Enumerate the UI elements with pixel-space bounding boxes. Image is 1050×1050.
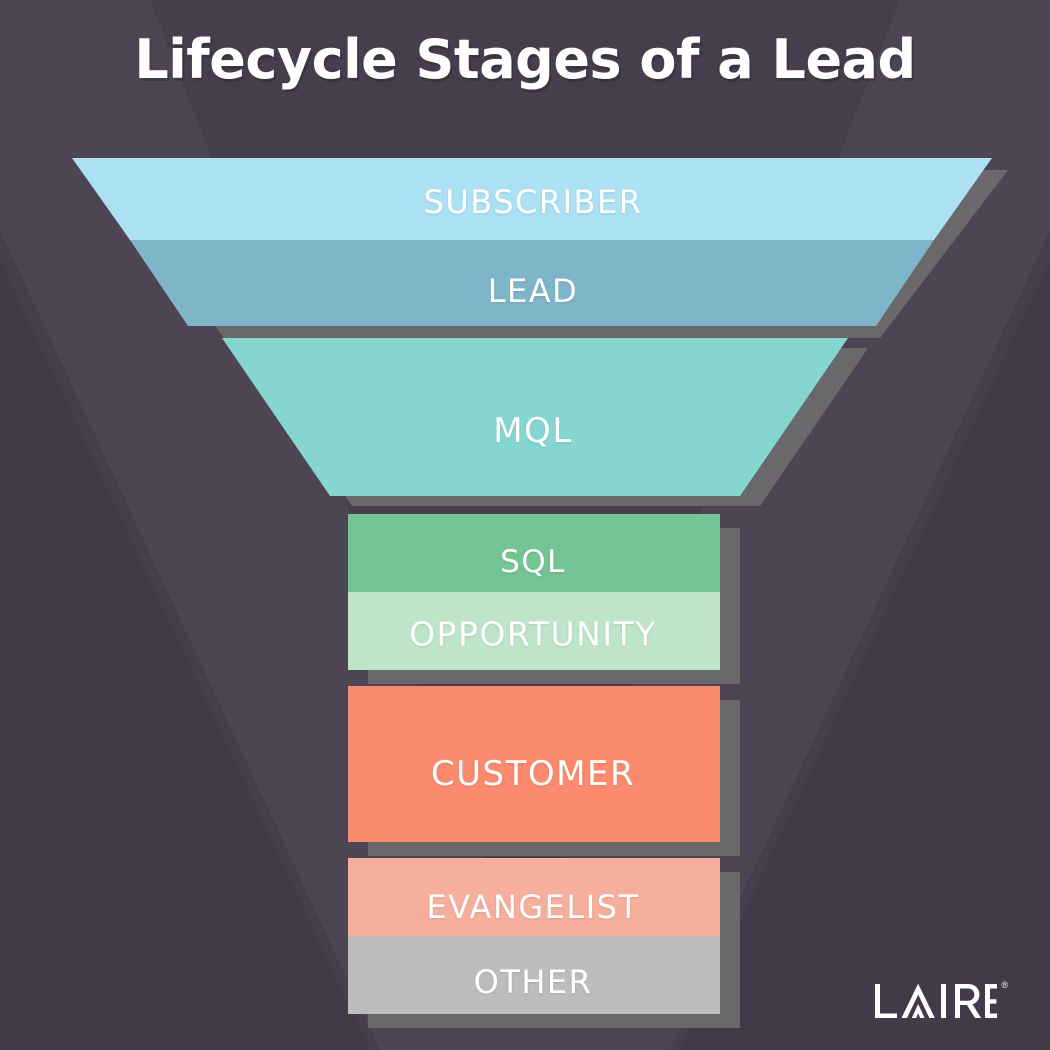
laire-logo: ® (873, 980, 1008, 1022)
funnel-label-lead: LEAD (487, 272, 579, 310)
laire-wordmark-icon (875, 984, 998, 1018)
funnel-block-customer (348, 686, 720, 842)
funnel-block-top (72, 158, 992, 326)
funnel-segment-other[interactable] (348, 936, 720, 1014)
funnel-segment-mql[interactable] (222, 338, 848, 496)
page-title: Lifecycle Stages of a Lead (134, 28, 916, 91)
funnel-label-sql: SQL (500, 544, 566, 580)
funnel-segment-subscriber[interactable] (72, 158, 992, 240)
funnel-segment-customer[interactable] (348, 686, 720, 842)
funnel-segment-sql[interactable] (348, 514, 720, 592)
funnel-label-subscriber: SUBSCRIBER (423, 183, 643, 221)
funnel-block-evangelist-other (348, 858, 720, 1014)
funnel-label-opportunity: OPPORTUNITY (409, 614, 657, 654)
funnel-segment-lead[interactable] (130, 240, 934, 326)
funnel-label-mql: MQL (493, 411, 573, 451)
funnel-label-customer: CUSTOMER (430, 754, 636, 794)
funnel-block-sql-opportunity (348, 514, 720, 670)
funnel-label-other: OTHER (473, 963, 593, 1001)
funnel-segment-evangelist[interactable] (348, 858, 720, 936)
funnel-segment-opportunity[interactable] (348, 592, 720, 670)
laire-trademark-symbol: ® (1001, 980, 1008, 990)
funnel-label-evangelist: EVANGELIST (426, 888, 640, 926)
funnel-block-mql (222, 338, 848, 496)
